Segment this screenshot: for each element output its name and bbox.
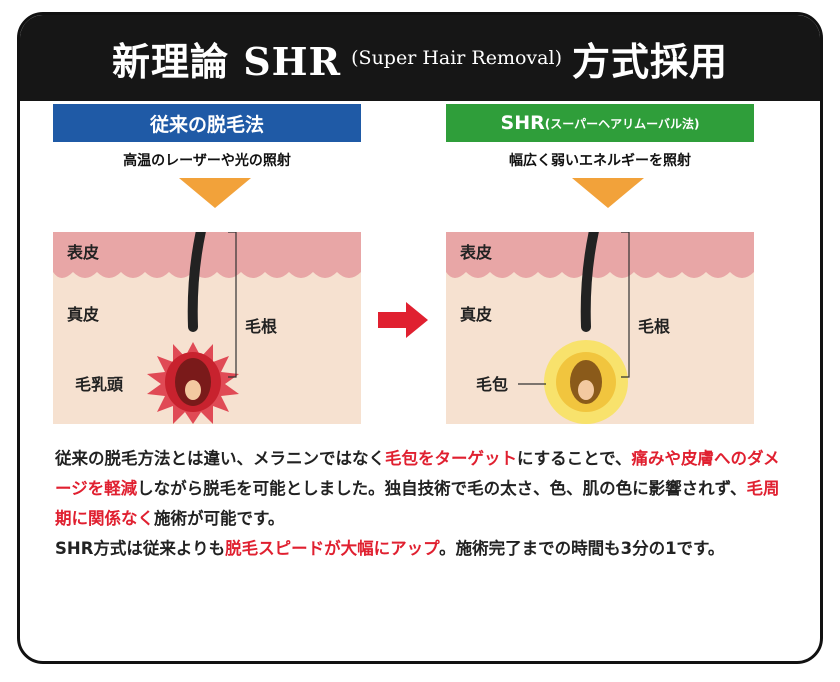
text-segment: 従来の脱毛方法とは違い、メラニンではなく [55, 449, 385, 468]
conventional-method-panel: 従来の脱毛法 高温のレーザーや光の照射 表皮 真皮 毛乳頭 毛根 [53, 104, 361, 424]
header-title-tail: 方式採用 [572, 38, 729, 84]
follicle-label: 毛包 [476, 375, 508, 394]
text-segment: 施術が可能です。 [154, 509, 285, 528]
conventional-method-label-text: 従来の脱毛法 [149, 113, 264, 136]
highlight-segment: 脱毛スピードが大幅にアップ [225, 539, 440, 558]
dermis-label: 真皮 [67, 305, 99, 324]
hair-root-label: 毛根 [638, 317, 670, 336]
shr-method-label: SHR (スーパーヘアリムーバル法) [446, 104, 754, 142]
highlight-segment: 毛包をターゲット [385, 449, 517, 468]
conventional-method-description: 高温のレーザーや光の照射 [123, 153, 291, 169]
skin-diagram-conventional: 表皮 真皮 毛乳頭 毛根 [53, 232, 361, 424]
text-segment: SHR方式は従来よりも [55, 539, 226, 558]
highlight-segment: 痛みや皮膚へのダメージを軽減 [55, 449, 780, 498]
conventional-method-label: 従来の脱毛法 [53, 104, 361, 142]
hair-root-label: 毛根 [245, 317, 277, 336]
shr-method-description: 幅広く弱いエネルギーを照射 [509, 153, 691, 169]
shr-method-label-sub: (スーパーヘアリムーバル法) [544, 116, 700, 131]
energy-beam-icon [572, 178, 644, 208]
text-segment: 。施術完了までの時間も3分の1です。 [439, 539, 725, 558]
header-title-main: 新理論 SHR [111, 38, 342, 84]
epidermis-label: 表皮 [459, 243, 492, 262]
dermis-label: 真皮 [460, 305, 492, 324]
right-arrow-icon [378, 302, 428, 338]
epidermis-label: 表皮 [66, 243, 99, 262]
highlight-segment: 毛周期に関係なく [55, 479, 780, 528]
description-text: 従来の脱毛方法とは違い、メラニンではなく毛包をターゲットにすることで、痛みや皮膚… [55, 444, 785, 564]
shr-method-label-main: SHR [500, 112, 545, 134]
text-segment: しながら脱毛を可能としました。独自技術で毛の太さ、色、肌の色に影響されず、 [137, 479, 747, 498]
header-title-sub: (Super Hair Removal) [351, 47, 562, 69]
papilla-label: 毛乳頭 [75, 375, 124, 394]
skin-diagram-shr: 表皮 真皮 毛包 毛根 [446, 232, 754, 424]
shr-method-panel: SHR (スーパーヘアリムーバル法) 幅広く弱いエネルギーを照射 表皮 真皮 毛… [446, 104, 754, 424]
description-paragraph-2: SHR方式は従来よりも脱毛スピードが大幅にアップ。施術完了までの時間も3分の1で… [55, 534, 785, 564]
text-segment: にすることで、 [517, 449, 632, 468]
laser-beam-icon [179, 178, 251, 208]
description-paragraph-1: 従来の脱毛方法とは違い、メラニンではなく毛包をターゲットにすることで、痛みや皮膚… [55, 444, 785, 534]
header-banner: 新理論 SHR (Super Hair Removal) 方式採用 [20, 15, 820, 101]
